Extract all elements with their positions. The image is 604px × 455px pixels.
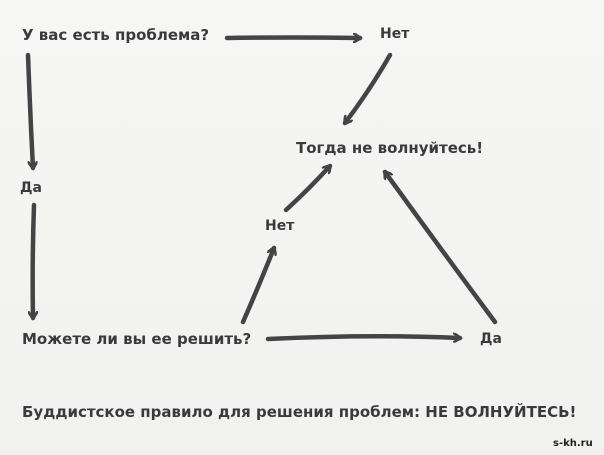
arrow-cansolve-to-yes <box>265 336 460 339</box>
caption-rule: Буддистское правило для решения проблем:… <box>22 403 577 421</box>
no-middle-label: Нет <box>265 218 295 234</box>
yes-left-label: Да <box>20 180 42 196</box>
problem-question-label: У вас есть проблема? <box>22 26 210 44</box>
can-solve-question-label: Можете ли вы ее решить? <box>22 330 252 348</box>
arrow-yes-to-cansolve <box>33 202 34 318</box>
arrow-problem-to-yes <box>25 52 33 168</box>
watermark: s-kh.ru <box>553 438 593 449</box>
no-top-label: Нет <box>380 26 410 42</box>
arrow-yes2-to-dontworry <box>382 169 498 325</box>
arrow-no2-to-dontworry <box>283 163 333 213</box>
arrow-problem-to-no <box>224 38 360 39</box>
yes-right-label: Да <box>480 331 502 347</box>
dont-worry-label: Тогда не волнуйтесь! <box>296 139 484 157</box>
arrow-cansolve-to-no <box>240 245 274 325</box>
arrow-no-to-dontworry <box>342 52 393 126</box>
